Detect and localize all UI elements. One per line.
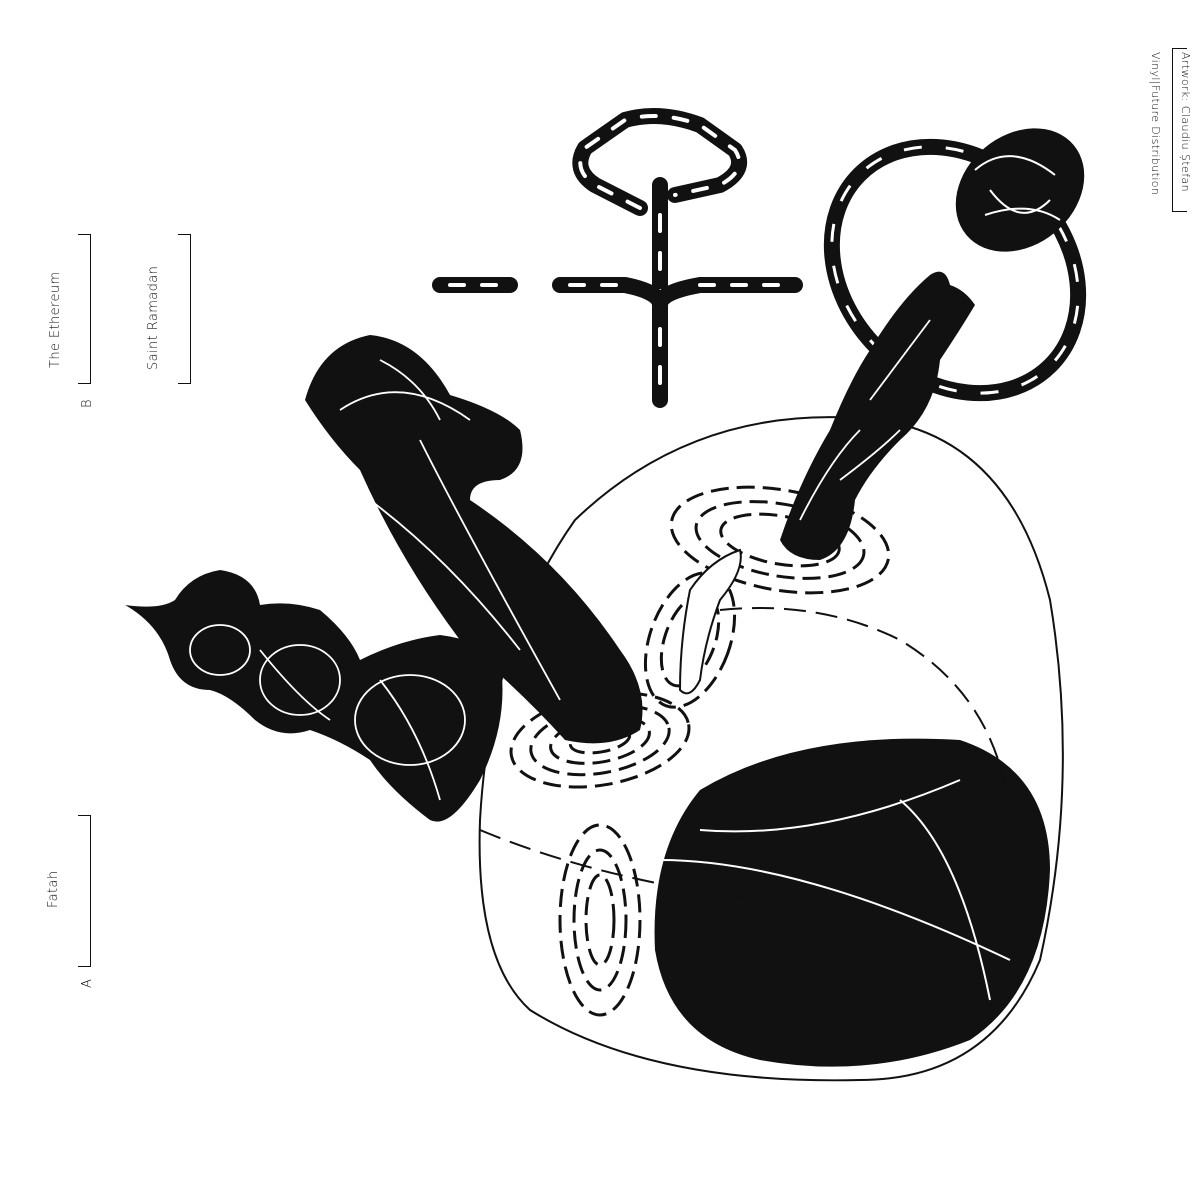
side-a-track-1: Fatah: [46, 870, 61, 908]
side-b-bracket: [78, 234, 91, 384]
ring-icon: [823, 128, 1087, 402]
artwork-credit-bracket: [1172, 48, 1187, 212]
figure-illustration: [125, 271, 1064, 1082]
side-b-track-2-bracket: [178, 234, 191, 384]
side-a-bracket: [78, 815, 91, 967]
side-b-track-2: Saint Ramadan: [146, 265, 161, 370]
side-b-label: B: [80, 399, 95, 408]
glyph-logo-icon: [432, 108, 803, 408]
artwork-credit: Artwork: Claudiu Ștefan: [1179, 52, 1192, 192]
distribution-credit: Vinyl|Future Distribution: [1149, 52, 1162, 196]
side-b-track-1: The Ethereum: [48, 271, 63, 368]
side-a-label: A: [80, 978, 95, 988]
